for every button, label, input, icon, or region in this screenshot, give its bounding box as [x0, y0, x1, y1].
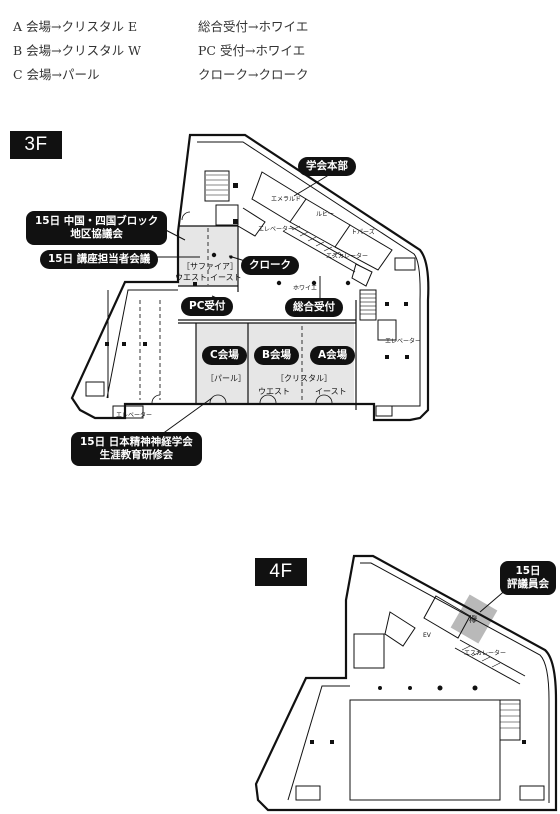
floor-4f-tag: 4F — [255, 558, 307, 586]
room-elevator-east: エレベーター — [385, 338, 422, 345]
label-chugoku-council: 15日 中国・四国ブロック 地区協議会 — [26, 211, 168, 246]
floor-3f-tag: 3F — [10, 131, 62, 159]
legend-b: B 会場→クリスタル W — [13, 43, 141, 58]
room-4f-ev: EV — [423, 632, 431, 639]
legend-c: C 会場→パール — [13, 67, 100, 82]
room-crystal: ［クリスタル］ — [276, 374, 332, 383]
label-society-office: 学会本部 — [298, 157, 356, 177]
room-sapphire-east: イースト — [210, 273, 242, 282]
room-elevator-north: エレベーター — [258, 226, 295, 233]
label-jsn-seminar: 15日 日本精神神経学会 生涯教育研修会 — [71, 432, 202, 467]
legend-a: A 会場→クリスタル E — [13, 19, 138, 34]
label-general-reception: 総合受付 — [285, 298, 343, 318]
room-topaz: トパーズ — [351, 229, 375, 236]
label-pc-reception: PC受付 — [181, 297, 234, 317]
room-foyer: ホワイエ — [293, 285, 317, 292]
room-crystal-east: イースト — [315, 387, 347, 396]
label-hall-a: A会場 — [310, 346, 356, 366]
legend-cloak: クローク→クローク — [198, 67, 309, 82]
label-lecturers-meeting: 15日 講座担当者会議 — [40, 250, 159, 270]
room-emerald: エメラルド — [271, 196, 302, 203]
room-4f-keyaki: 欅 — [469, 615, 477, 624]
label-hall-b: B会場 — [254, 346, 300, 366]
room-sapphire-west: ウエスト — [175, 273, 207, 282]
label-jsn-line1: 15日 日本精神神経学会 — [80, 436, 193, 448]
room-pearl: ［パール］ — [206, 374, 246, 383]
label-jsn-line2: 生涯教育研修会 — [99, 449, 174, 462]
label-board-line1: 15日 — [515, 565, 541, 577]
room-crystal-west: ウエスト — [258, 387, 290, 396]
room-4f-escalator: エスカレーター — [464, 650, 507, 657]
legend-pc: PC 受付→ホワイエ — [198, 43, 306, 58]
label-board-line2: 評議員会 — [507, 578, 549, 591]
label-cloak: クローク — [241, 256, 299, 276]
label-hall-c: C会場 — [202, 346, 247, 366]
legend-general: 総合受付→ホワイエ — [198, 19, 309, 34]
room-sapphire: ［サファイア］ — [182, 262, 238, 271]
room-ruby: ルビー — [316, 211, 335, 218]
room-escalator: エスカレーター — [326, 253, 369, 260]
label-board-meeting: 15日 評議員会 — [500, 561, 556, 596]
room-elevator-west: エレベーター — [116, 412, 153, 419]
label-chugoku-line2: 地区協議会 — [70, 228, 123, 241]
label-chugoku-line1: 15日 中国・四国ブロック — [35, 215, 159, 227]
